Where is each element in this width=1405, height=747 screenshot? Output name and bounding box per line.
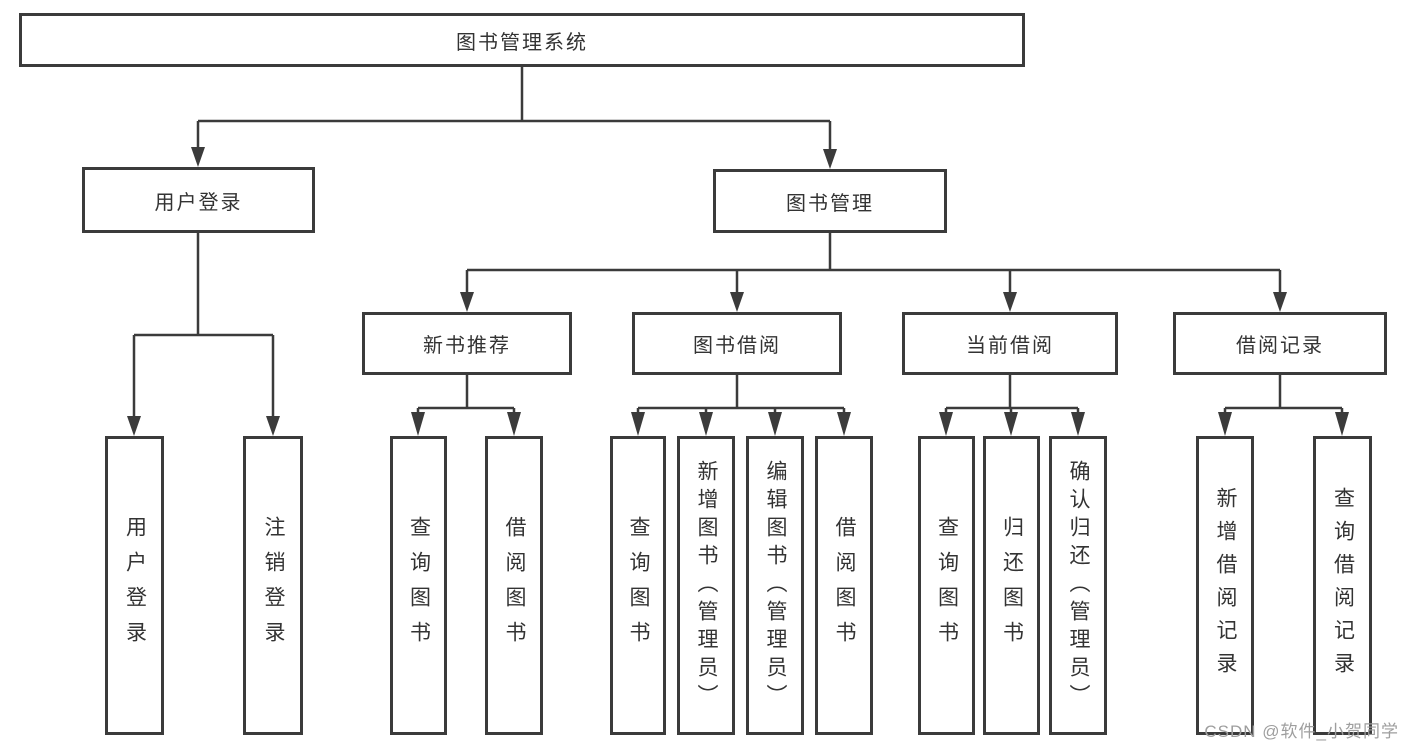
leaf-return-books: 归还图书 (983, 436, 1040, 735)
leaf-query-books-borrow: 查询图书 (610, 436, 666, 735)
leaf-logout: 注销登录 (243, 436, 303, 735)
node-book-mgmt-label: 图书管理 (786, 192, 874, 215)
leaf-logout-label: 注销登录 (262, 515, 285, 656)
connector-book-mgmt-children (460, 233, 1287, 312)
leaf-query-borrow-record-label: 查询借阅记录 (1331, 486, 1355, 685)
connector-borrow-records-children (1218, 375, 1349, 436)
leaf-user-login: 用户登录 (105, 436, 164, 735)
leaf-query-books-rec-label: 查询图书 (407, 515, 431, 656)
leaf-query-books-borrow-label: 查询图书 (627, 515, 650, 656)
leaf-borrow-books-borrow-label: 借阅图书 (833, 515, 856, 656)
node-book-borrow: 图书借阅 (632, 312, 842, 375)
leaf-user-login-label: 用户登录 (123, 515, 147, 656)
connector-user-login-children (127, 233, 280, 436)
csdn-watermark: CSDN @软件_小贺同学 (1204, 722, 1399, 741)
node-root: 图书管理系统 (19, 13, 1025, 67)
leaf-query-borrow-record: 查询借阅记录 (1313, 436, 1372, 735)
node-current-borrow-label: 当前借阅 (966, 335, 1054, 357)
leaf-add-borrow-record: 新增借阅记录 (1196, 436, 1254, 735)
leaf-borrow-books-borrow: 借阅图书 (815, 436, 873, 735)
node-root-label: 图书管理系统 (456, 31, 588, 54)
leaf-query-books-current: 查询图书 (918, 436, 975, 735)
leaf-borrow-books-rec: 借阅图书 (485, 436, 543, 735)
node-current-borrow: 当前借阅 (902, 312, 1118, 375)
connector-current-borrow-children (939, 375, 1085, 436)
node-book-mgmt: 图书管理 (713, 169, 947, 233)
leaf-borrow-books-rec-label: 借阅图书 (503, 515, 526, 656)
leaf-query-books-current-label: 查询图书 (935, 515, 959, 656)
leaf-confirm-return-admin: 确认归还（管理员） (1049, 436, 1107, 735)
node-user-login-label: 用户登录 (154, 191, 243, 214)
connector-root-to-level2 (191, 67, 837, 169)
leaf-query-books-rec: 查询图书 (390, 436, 447, 735)
leaf-add-books-admin-label: 新增图书（管理员） (695, 459, 718, 712)
leaf-edit-books-admin: 编辑图书（管理员） (746, 436, 804, 735)
node-user-login: 用户登录 (82, 167, 315, 233)
node-borrow-records: 借阅记录 (1173, 312, 1387, 375)
node-new-book-rec-label: 新书推荐 (423, 335, 511, 357)
leaf-add-books-admin: 新增图书（管理员） (677, 436, 735, 735)
connector-book-borrow-children (631, 375, 851, 436)
leaf-add-borrow-record-label: 新增借阅记录 (1214, 486, 1237, 685)
leaf-edit-books-admin-label: 编辑图书（管理员） (764, 459, 787, 712)
connector-new-book-rec-children (411, 375, 521, 436)
leaf-return-books-label: 归还图书 (1000, 515, 1024, 656)
node-book-borrow-label: 图书借阅 (693, 335, 781, 357)
node-new-book-rec: 新书推荐 (362, 312, 572, 375)
node-borrow-records-label: 借阅记录 (1236, 335, 1324, 357)
leaf-confirm-return-admin-label: 确认归还（管理员） (1067, 459, 1090, 712)
